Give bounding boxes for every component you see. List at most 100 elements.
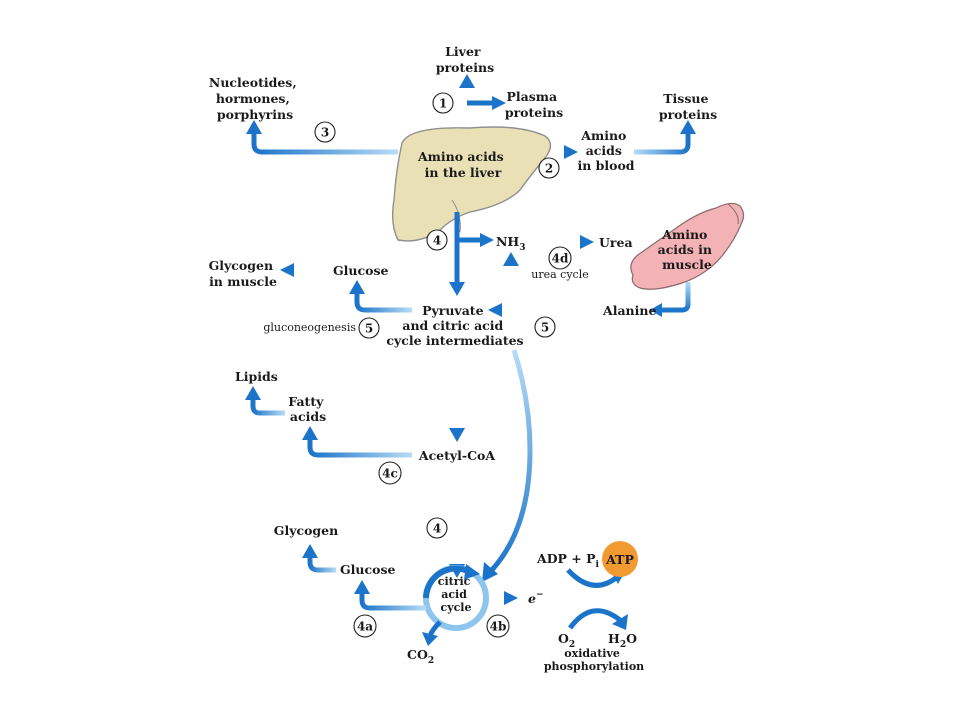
citric-acid-cycle-arc xyxy=(423,565,472,599)
arrow-acetyl-coa-to-fatty-acids xyxy=(307,438,412,458)
label-amino-acids-muscle-line1: Amino xyxy=(661,227,707,242)
label-amino-acids-muscle-line2: acids in xyxy=(658,242,712,257)
label-urea: Urea xyxy=(599,235,633,250)
label-co2-sub: 2 xyxy=(428,656,434,666)
label-lipids: Lipids xyxy=(235,369,278,384)
label-cycle-line3: cycle xyxy=(441,601,472,614)
label-acetyl-coa: Acetyl-CoA xyxy=(418,448,496,463)
arrowhead-cycle-arc xyxy=(464,564,480,580)
arrow-cycle-to-glucose xyxy=(359,592,426,611)
label-tissue-proteins-line1: Tissue xyxy=(663,91,708,106)
label-oxphos-line1: oxidative xyxy=(564,647,620,660)
liver-shape xyxy=(391,126,552,242)
label-adp-pi-main: ADP + P xyxy=(536,551,596,566)
arrowhead-acetyl-coa xyxy=(449,428,465,442)
label-amino-acids-muscle: Amino acids in muscle xyxy=(658,227,717,272)
step-3-label: 3 xyxy=(321,126,329,140)
step-4d-marker: 4d xyxy=(548,246,572,270)
label-tissue-proteins: Tissue proteins xyxy=(659,91,717,122)
step-5-left-marker: 5 xyxy=(358,317,380,339)
label-glycogen-bottom: Glycogen xyxy=(274,523,338,538)
label-h2o-o: O xyxy=(626,631,637,646)
arrowhead-alanine-pyruvate xyxy=(488,303,502,317)
muscle-end-line xyxy=(727,203,739,225)
label-fatty-acids-line1: Fatty xyxy=(288,394,324,409)
atp-circle xyxy=(602,541,638,577)
label-co2-main: CO xyxy=(407,647,428,662)
label-electron-sup: − xyxy=(536,590,544,600)
arrowhead-plasma-proteins xyxy=(492,96,506,110)
step-1-marker: 1 xyxy=(432,92,454,114)
step-3-marker: 3 xyxy=(314,121,336,143)
step-5-left-label: 5 xyxy=(365,322,373,336)
step-4a-marker: 4a xyxy=(353,614,377,638)
label-amino-acids-blood-line1: Amino xyxy=(580,128,626,143)
label-amino-acids-liver-line1: Amino acids xyxy=(417,149,504,164)
step-4b-label: 4b xyxy=(490,620,507,634)
label-o2: O2 xyxy=(558,631,575,650)
label-pyruvate-line3: cycle intermediates xyxy=(386,333,523,348)
arrowhead-to-nh3 xyxy=(480,233,494,247)
label-glycogen-muscle: Glycogen in muscle xyxy=(209,258,278,289)
label-o2-sub: 2 xyxy=(569,640,575,650)
arrow-cycle-to-co2 xyxy=(427,620,442,637)
label-o2-main: O xyxy=(558,631,569,646)
arrowhead-alanine-nh3 xyxy=(503,252,519,266)
arrow-pyruvate-to-cycle-curved xyxy=(488,349,533,574)
arrowhead-glucose-top xyxy=(349,280,365,294)
label-nucleotides: Nucleotides, hormones, porphyrins xyxy=(209,75,301,122)
arrowhead-glycogen-bottom xyxy=(302,544,318,558)
label-liver-proteins-line2: proteins xyxy=(436,60,494,75)
label-electron: e− xyxy=(528,590,544,606)
arrowhead-fatty-acids xyxy=(302,426,318,440)
label-amino-acids-blood: Amino acids in blood xyxy=(577,128,634,173)
arrow-fatty-acids-to-lipids xyxy=(250,398,285,416)
arrowhead-muscle-alanine xyxy=(650,303,662,317)
label-alanine: Alanine xyxy=(602,303,656,318)
arrowhead-glucose-bottom xyxy=(354,580,370,594)
label-citric-acid-cycle: citric acid cycle xyxy=(438,575,474,614)
label-glycogen-muscle-line2: in muscle xyxy=(209,274,277,289)
arrowhead-electron xyxy=(504,591,518,605)
label-plasma-proteins-line2: proteins xyxy=(505,105,563,120)
step-2-marker: 2 xyxy=(538,157,560,179)
step-4d-label: 4d xyxy=(552,252,569,266)
step-5-right-label: 5 xyxy=(541,321,549,335)
arrowhead-tissue-proteins xyxy=(680,120,696,134)
label-adp-pi-sub: i xyxy=(596,560,600,570)
label-pyruvate-line2: and citric acid xyxy=(402,318,503,333)
arrow-muscle-to-alanine xyxy=(660,282,691,313)
step-4-top-label: 4 xyxy=(433,234,441,248)
label-oxidative-phosphorylation: oxidative phosphorylation xyxy=(544,647,644,673)
arrowhead-liver-proteins xyxy=(459,74,475,88)
label-co2: CO2 xyxy=(407,647,434,666)
step-4-top-marker: 4 xyxy=(426,229,448,251)
arrowhead-curved xyxy=(482,562,498,582)
label-cycle-line2: acid xyxy=(441,588,467,601)
label-oxphos-line2: phosphorylation xyxy=(544,660,644,673)
muscle-shape xyxy=(630,202,745,290)
label-amino-acids-liver: Amino acids in the liver xyxy=(417,149,508,180)
step-4-bottom-marker: 4 xyxy=(426,517,448,539)
label-nh3: NH3 xyxy=(496,234,526,253)
arrow-pyruvate-to-glucose xyxy=(354,292,412,313)
arc-o2-to-h2o xyxy=(567,608,622,630)
label-amino-acids-liver-line2: in the liver xyxy=(425,165,502,180)
label-fatty-acids-line2: acids xyxy=(290,409,326,424)
label-h2o: H2O xyxy=(608,631,637,650)
label-plasma-proteins-line1: Plasma xyxy=(507,89,558,104)
step-4c-label: 4c xyxy=(382,467,398,481)
arrowhead-urea xyxy=(580,235,594,249)
arrow-nucleotides xyxy=(251,132,398,155)
step-4c-marker: 4c xyxy=(378,461,402,485)
arc-adp-to-atp xyxy=(566,568,618,588)
arrow-tissue-proteins xyxy=(634,132,691,155)
label-nucleotides-line3: porphyrins xyxy=(217,107,293,122)
label-fatty-acids: Fatty acids xyxy=(288,394,327,424)
label-nucleotides-line2: hormones, xyxy=(216,91,290,106)
label-urea-cycle: urea cycle xyxy=(531,268,588,281)
label-gluconeogenesis: gluconeogenesis xyxy=(263,321,356,334)
label-liver-proteins-line1: Liver xyxy=(445,44,481,59)
arrowhead-nucleotides xyxy=(246,120,262,134)
arrowhead-h2o xyxy=(612,614,628,630)
